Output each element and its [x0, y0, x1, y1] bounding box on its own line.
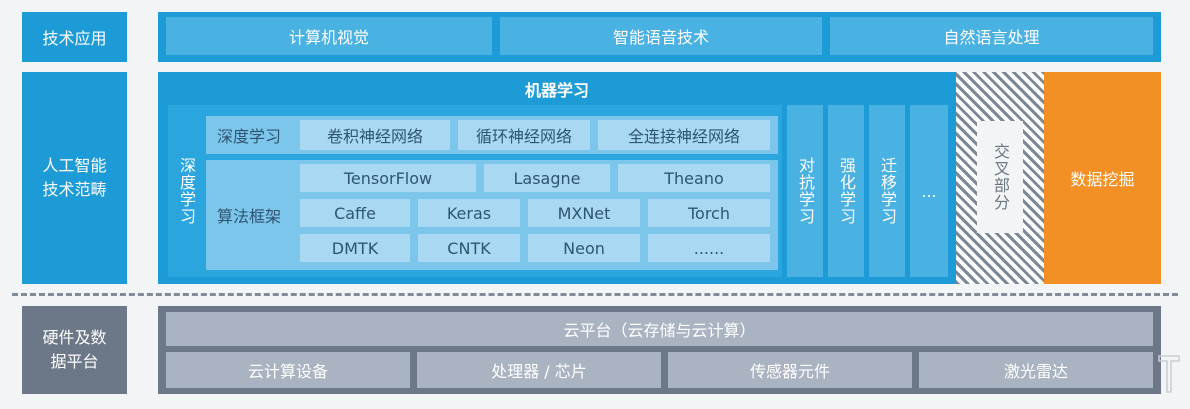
app-natural-language-processing: 自然语言处理 [830, 17, 1153, 55]
framework-lasagne: Lasagne [484, 164, 610, 192]
framework-block: 算法框架 TensorFlow Lasagne Theano Caffe Ker… [206, 160, 778, 270]
dl-networks-row: 深度学习 卷积神经网络 循环神经网络 全连接神经网络 [206, 116, 778, 154]
framework-keras: Keras [418, 199, 520, 227]
machine-learning-box: 机器学习 深度学习 深度学习 卷积神经网络 循环神经网络 全连接神经网络 算法框… [158, 72, 956, 284]
framework-theano: Theano [618, 164, 770, 192]
deep-learning-panel: 深度学习 深度学习 卷积神经网络 循环神经网络 全连接神经网络 算法框架 Ten… [168, 105, 782, 277]
cloud-computing-device-tile: 云计算设备 [166, 352, 410, 388]
ai-layer-label: 人工智能 技术范畴 [22, 72, 127, 284]
framework-more: ...... [648, 234, 770, 262]
cnn-tile: 卷积神经网络 [300, 120, 450, 150]
framework-caffe: Caffe [300, 199, 410, 227]
app-computer-vision: 计算机视觉 [166, 17, 492, 55]
layer-separator-line [12, 293, 1178, 296]
cross-section-label: 交叉部分 [977, 121, 1023, 233]
hardware-layer-label: 硬件及数 据平台 [22, 306, 127, 394]
lidar-tile: 激光雷达 [919, 352, 1153, 388]
cloud-platform-tile: 云平台（云存储与云计算） [166, 312, 1153, 346]
rnn-tile: 循环神经网络 [458, 120, 590, 150]
fc-network-tile: 全连接神经网络 [598, 120, 770, 150]
data-mining-box: 数据挖掘 [1044, 72, 1161, 284]
dl-row-label: 深度学习 [216, 127, 281, 146]
application-layer-label: 技术应用 [22, 12, 127, 62]
machine-learning-title: 机器学习 [524, 81, 589, 100]
reinforcement-learning-column: 强化学习 [828, 105, 864, 277]
application-layer-box: 计算机视觉 智能语音技术 自然语言处理 [158, 12, 1161, 62]
cross-section-box: 交叉部分 [956, 72, 1044, 284]
framework-dmtk: DMTK [300, 234, 410, 262]
more-ml-column: ... [910, 105, 948, 277]
transfer-learning-column: 迁移学习 [869, 105, 905, 277]
watermark-logo [1158, 355, 1180, 393]
framework-label: 算法框架 [216, 207, 281, 226]
deep-learning-label: 深度学习 [177, 157, 196, 225]
framework-neon: Neon [528, 234, 640, 262]
framework-tensorflow: TensorFlow [300, 164, 476, 192]
framework-cntk: CNTK [418, 234, 520, 262]
app-speech-technology: 智能语音技术 [500, 17, 822, 55]
hardware-layer-box: 云平台（云存储与云计算） 云计算设备 处理器 / 芯片 传感器元件 激光雷达 [158, 306, 1161, 394]
adversarial-learning-column: 对抗学习 [787, 105, 823, 277]
framework-torch: Torch [648, 199, 770, 227]
processor-chip-tile: 处理器 / 芯片 [417, 352, 661, 388]
framework-mxnet: MXNet [528, 199, 640, 227]
sensor-component-tile: 传感器元件 [668, 352, 912, 388]
